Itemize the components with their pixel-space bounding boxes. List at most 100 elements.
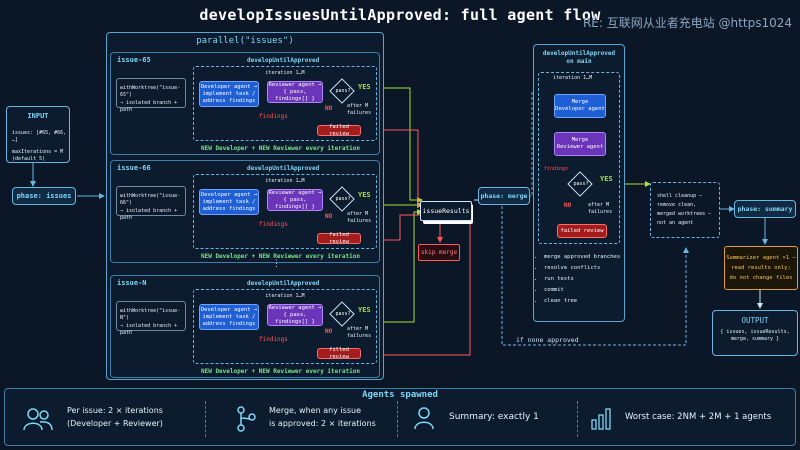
merge-branch-icon (237, 406, 256, 432)
input-title: INPUT (27, 112, 49, 120)
lane-issue-n: issue-N withWorktree("issue-N") → isolat… (110, 275, 380, 378)
agents-title: Agents spawned (362, 390, 438, 400)
iteration-label: iteration 1…M (265, 178, 305, 184)
skip-merge: skip merge (418, 244, 460, 261)
iteration-box: iteration 1…M (193, 66, 377, 141)
yes-label: YES (358, 306, 371, 314)
merge-failed-review: failed review (557, 224, 607, 238)
lane-issue-66: issue-66 withWorktree("issue-66") → isol… (110, 160, 380, 263)
phase-summary-label: phase: summary (737, 205, 793, 213)
worktree-branch: → isolated branch + path (120, 100, 178, 113)
lane-ellipsis: ⋮ (272, 259, 281, 269)
phase-summary: phase: summary (734, 200, 796, 218)
issue-results: issueResults (420, 201, 472, 221)
findings-label: findings (259, 221, 288, 228)
lane-footer: NEW Developer + NEW Reviewer every itera… (201, 145, 360, 152)
phase-merge: phase: merge (478, 187, 530, 205)
agents-worst-case: Worst case: 2NM + 2M + 1 agents (625, 412, 772, 422)
merge-step: clean tree (544, 296, 624, 307)
loop-title: developUntilApproved (247, 57, 320, 64)
reviewer-agent: Reviewer agent →{ pass, findings[] } (267, 304, 323, 326)
shell-cleanup: shell cleanup — remove clean, merged wor… (650, 182, 720, 238)
pass-label: pass? (335, 196, 351, 202)
output-box: OUTPUT { issues, issueResults, merge, su… (712, 310, 798, 356)
divider (577, 401, 578, 437)
iteration-box: iteration 1…M (193, 289, 377, 364)
failed-review: failed review (317, 124, 361, 137)
pass-label: pass? (335, 88, 351, 94)
yes-label: YES (358, 191, 371, 199)
summarizer-line: do not change files (729, 275, 793, 281)
yes-label: YES (358, 83, 371, 91)
output-line: { issues, issueResults, (720, 329, 790, 335)
phase-issues: phase: issues (12, 187, 76, 205)
divider (397, 401, 398, 437)
iteration-label: iteration 1…M (265, 70, 305, 76)
lane-footer: NEW Developer + NEW Reviewer every itera… (201, 368, 360, 375)
merge-iteration-label: iteration 1…M (553, 75, 593, 81)
if-none-approved: if none approved (516, 336, 579, 344)
worktree-branch: → isolated branch + path (120, 323, 178, 336)
worktree-box: withWorktree("issue-66") → isolated bran… (116, 186, 186, 221)
shell-line: not an agent (657, 220, 694, 226)
no-label: NO (325, 105, 333, 112)
merge-subtitle: on main (566, 58, 592, 65)
output-line: merge, summary } (730, 336, 780, 342)
worktree-label: withWorktree("issue-66") (120, 193, 181, 206)
findings-label: findings (259, 113, 288, 120)
merge-yes-label: YES (600, 175, 613, 183)
lane-issue-label: issue-65 (117, 56, 151, 64)
failed-review: filled review (317, 347, 361, 360)
merge-steps: merge approved branches resolve conflict… (536, 252, 624, 307)
no-label: NO (325, 328, 333, 335)
lane-footer: NEW Developer + NEW Reviewer every itera… (201, 253, 360, 260)
input-issues: issues: [#65, #66, …] (12, 130, 67, 143)
input-max-iterations: maxIterations = M (default 5) (12, 149, 64, 162)
developer-agent: Developer agent →implement task /address… (199, 81, 259, 107)
person-icon (414, 407, 434, 430)
worktree-label: withWorktree("issue-65") (120, 85, 181, 98)
developer-agent: Developer agent →implement task /address… (199, 304, 259, 330)
worktree-box: withWorktree("issue-N") → isolated branc… (116, 301, 186, 336)
lane-issue-label: issue-66 (117, 164, 151, 172)
phase-merge-label: phase: merge (480, 192, 528, 200)
findings-label: findings (259, 336, 288, 343)
pass-label: pass? (335, 311, 351, 317)
reviewer-agent: Reviewer agent →{ pass, findings[] } (267, 81, 323, 103)
input-box: INPUT issues: [#65, #66, …] maxIteration… (6, 106, 70, 163)
summarizer-agent: Summarizer agent ×1 — read results only;… (724, 246, 798, 290)
agents-spawned-panel: Agents spawned Per issue: 2 × iterations… (4, 388, 796, 446)
merge-iteration-box: iteration 1…M (538, 72, 620, 244)
shell-line: merged worktrees — (657, 211, 712, 217)
merge-step: commit (544, 285, 624, 296)
summarizer-line: read results only; (731, 265, 791, 271)
worktree-label: withWorktree("issue-N") (120, 308, 181, 321)
output-title: OUTPUT (741, 316, 769, 325)
worktree-branch: → isolated branch + path (120, 208, 178, 221)
loop-title: developUntilApproved (247, 165, 320, 172)
no-label: NO (325, 213, 333, 220)
phase-issues-label: phase: issues (16, 192, 72, 200)
agents-merge: Merge, when any issue is approved: 2 × i… (269, 406, 376, 428)
watermark: RE: 互联网从业者充电站 @https1024 (582, 16, 792, 30)
lane-issue-label: issue-N (117, 279, 147, 287)
shell-line: shell cleanup — (657, 193, 703, 199)
shell-line: remove clean, (657, 202, 697, 208)
agents-summary: Summary: exactly 1 (449, 412, 539, 422)
agents-per-issue: Per issue: 2 × iterations (Developer + R… (67, 406, 163, 428)
summarizer-line: Summarizer agent ×1 — (726, 255, 796, 261)
reviewer-agent: Reviewer agent →{ pass, findings[] } (267, 189, 323, 211)
page-title: developIssuesUntilApproved: full agent f… (199, 6, 601, 24)
users-icon (23, 408, 53, 431)
merge-findings-label: findings (544, 166, 569, 172)
lane-issue-65: issue-65 withWorktree("issue-65") → isol… (110, 52, 380, 155)
divider (205, 401, 206, 437)
iteration-label: iteration 1…M (265, 293, 305, 299)
merge-pass-label: pass? (573, 181, 589, 187)
